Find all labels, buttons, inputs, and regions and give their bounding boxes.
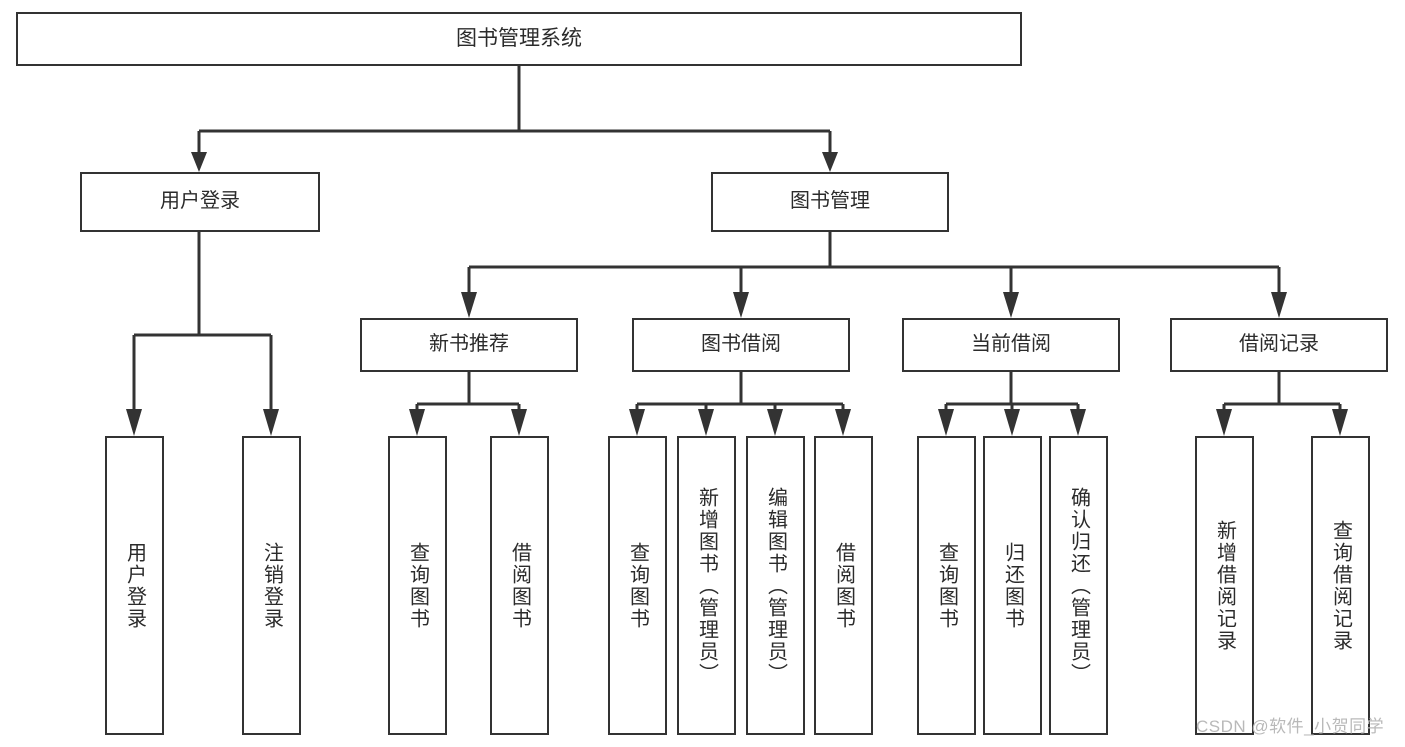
node-leaf-borrow-book-2-label: 借阅图书	[832, 541, 855, 630]
node-leaf-user-login[interactable]: 用户登录	[105, 436, 164, 735]
node-leaf-edit-book-label: 编辑图书（管理员）	[764, 486, 787, 685]
node-leaf-add-book-label: 新增图书（管理员）	[695, 486, 718, 685]
node-new-book-recommend[interactable]: 新书推荐	[360, 318, 578, 372]
node-leaf-return-book-label: 归还图书	[1001, 541, 1024, 630]
node-borrow-record[interactable]: 借阅记录	[1170, 318, 1388, 372]
node-root-label: 图书管理系统	[456, 26, 582, 50]
node-leaf-add-book[interactable]: 新增图书（管理员）	[677, 436, 736, 735]
node-leaf-logout-label: 注销登录	[260, 541, 283, 630]
node-book-manage[interactable]: 图书管理	[711, 172, 949, 232]
node-leaf-query-book-2-label: 查询图书	[626, 541, 649, 630]
node-new-book-recommend-label: 新书推荐	[429, 333, 509, 356]
node-leaf-add-record[interactable]: 新增借阅记录	[1195, 436, 1254, 735]
node-borrow-record-label: 借阅记录	[1239, 333, 1319, 356]
node-leaf-query-book-1[interactable]: 查询图书	[388, 436, 447, 735]
csdn-watermark: CSDN @软件_小贺同学	[1196, 717, 1385, 736]
node-user-login-label: 用户登录	[160, 190, 240, 213]
node-leaf-query-book-3[interactable]: 查询图书	[917, 436, 976, 735]
node-book-borrow[interactable]: 图书借阅	[632, 318, 850, 372]
node-leaf-add-record-label: 新增借阅记录	[1213, 519, 1236, 652]
node-leaf-logout[interactable]: 注销登录	[242, 436, 301, 735]
node-root[interactable]: 图书管理系统	[16, 12, 1022, 66]
node-leaf-query-book-3-label: 查询图书	[935, 541, 958, 630]
node-leaf-query-book-1-label: 查询图书	[406, 541, 429, 630]
node-leaf-borrow-book-1-label: 借阅图书	[508, 541, 531, 630]
node-leaf-query-record[interactable]: 查询借阅记录	[1311, 436, 1370, 735]
node-leaf-query-record-label: 查询借阅记录	[1329, 519, 1352, 652]
node-book-manage-label: 图书管理	[790, 190, 870, 213]
node-current-borrow-label: 当前借阅	[971, 333, 1051, 356]
node-leaf-query-book-2[interactable]: 查询图书	[608, 436, 667, 735]
node-leaf-return-book[interactable]: 归还图书	[983, 436, 1042, 735]
node-current-borrow[interactable]: 当前借阅	[902, 318, 1120, 372]
node-book-borrow-label: 图书借阅	[701, 333, 781, 356]
node-leaf-user-login-label: 用户登录	[123, 541, 146, 630]
node-leaf-edit-book[interactable]: 编辑图书（管理员）	[746, 436, 805, 735]
node-leaf-confirm-return-label: 确认归还（管理员）	[1067, 486, 1090, 685]
node-leaf-borrow-book-2[interactable]: 借阅图书	[814, 436, 873, 735]
node-leaf-confirm-return[interactable]: 确认归还（管理员）	[1049, 436, 1108, 735]
node-user-login[interactable]: 用户登录	[80, 172, 320, 232]
node-leaf-borrow-book-1[interactable]: 借阅图书	[490, 436, 549, 735]
